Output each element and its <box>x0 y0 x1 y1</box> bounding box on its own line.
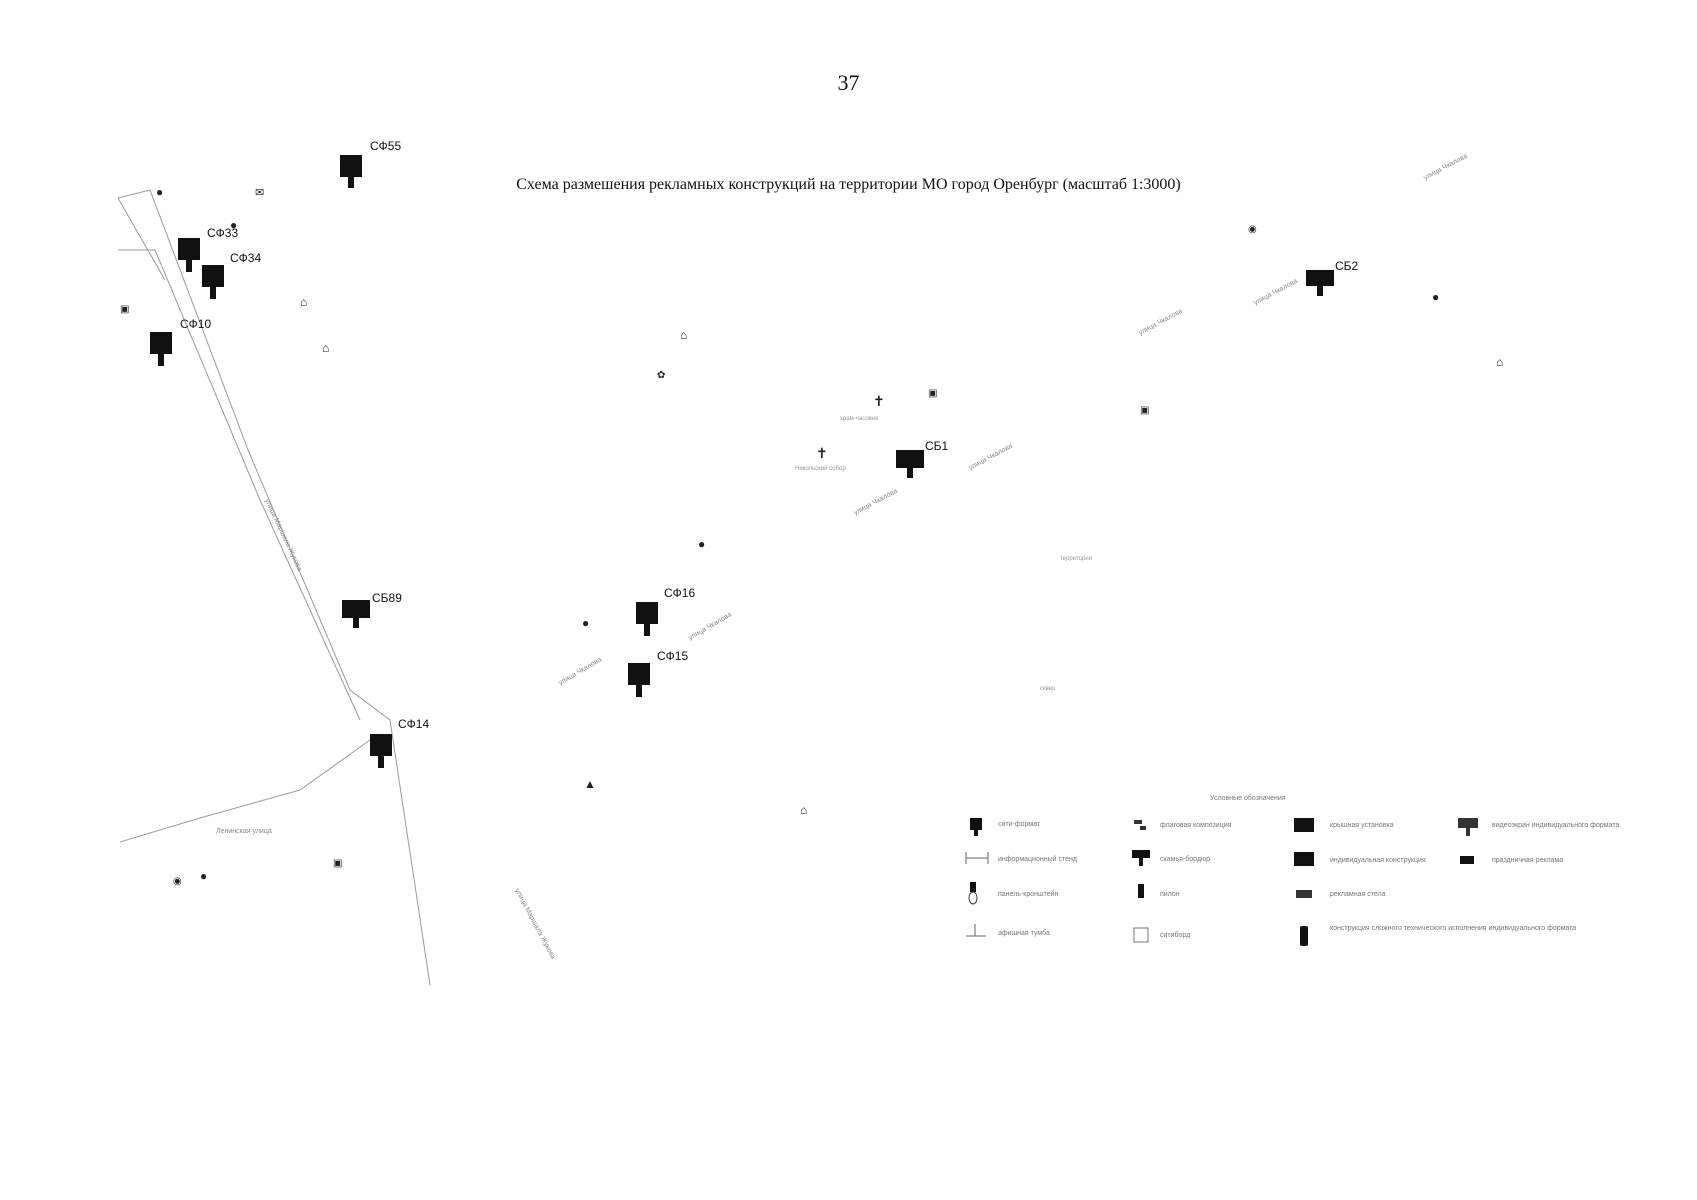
road-marshala-zhukova <box>117 189 431 986</box>
bus-stop-icon: ▣ <box>333 858 342 869</box>
road-marshala-zhukova-edge <box>118 249 361 721</box>
bag-icon: ● <box>582 616 589 630</box>
marker-sf34[interactable]: СФ34 <box>202 251 261 299</box>
bench-icon <box>1132 850 1150 858</box>
road-lines <box>117 189 431 986</box>
page-number: 37 <box>837 70 860 95</box>
video-screen-icon <box>1458 818 1478 828</box>
street-label: улица Чкалова <box>968 443 1014 472</box>
marker-label: СБ1 <box>925 439 949 453</box>
street-label: улица Чкалова <box>853 488 899 517</box>
marker-label: СФ14 <box>398 717 429 731</box>
bag-icon: ● <box>200 869 207 883</box>
place-notes: храм-часовня Никольский собор территория… <box>795 416 1092 692</box>
pylon-icon <box>1138 884 1144 898</box>
marker-label: СБ89 <box>372 591 402 605</box>
marker-sf33[interactable]: СФ33 <box>178 226 238 272</box>
legend-item: панель-кронштейн <box>998 890 1059 898</box>
home-icon: ⌂ <box>800 803 807 817</box>
marker-sb1[interactable]: СБ1 <box>896 439 949 478</box>
legend-item: сити-формат <box>998 821 1041 828</box>
legend-item: видеоэкран индивидуального формата <box>1492 822 1619 829</box>
stele-icon <box>1296 890 1312 898</box>
svg-text:территория: территория <box>1060 556 1092 562</box>
road-leninskaya <box>119 739 371 843</box>
bus-stop-icon: ▣ <box>1140 405 1149 416</box>
legend: Условные обозначения сити-формат информа… <box>965 794 1619 946</box>
legend-item: крышная установка <box>1330 822 1394 829</box>
city-format-icon <box>970 818 982 830</box>
marker-sf16[interactable]: СФ16 <box>636 586 695 636</box>
holiday-ad-icon <box>1460 856 1474 864</box>
legend-title: Условные обозначения <box>1210 794 1286 802</box>
marker-sf15[interactable]: СФ15 <box>628 649 688 697</box>
paw-icon: ✿ <box>657 370 665 381</box>
money-icon: ◉ <box>173 876 182 887</box>
marker-label: СФ16 <box>664 586 695 600</box>
bus-stop-icon: ▣ <box>120 304 129 315</box>
complex-construction-icon <box>1300 926 1308 946</box>
marker-label: СФ33 <box>207 226 238 240</box>
street-label: улица Чкалова <box>1253 278 1299 307</box>
home-icon: ⌂ <box>300 295 307 309</box>
bag-icon: ● <box>230 218 237 232</box>
cityboard-icon <box>1133 927 1149 943</box>
marker-label: СФ15 <box>657 649 688 663</box>
marker-label: СБ2 <box>1335 259 1359 273</box>
road-left-edge <box>117 197 166 281</box>
money-icon: ◉ <box>1248 224 1257 235</box>
svg-text:Никольский собор: Никольский собор <box>795 465 846 472</box>
street-label: улица Чкалова <box>1138 308 1184 337</box>
bag-icon: ● <box>698 537 705 551</box>
bus-stop-icon: ▣ <box>928 388 937 399</box>
marker-sf14[interactable]: СФ14 <box>370 717 429 768</box>
legend-item: скамья-бордюр <box>1160 855 1210 863</box>
marker-label: СФ10 <box>180 317 211 331</box>
home-icon: ⌂ <box>1496 355 1503 369</box>
street-label: Ленинская улица <box>216 828 272 835</box>
legend-item: рекламная стела <box>1330 891 1386 898</box>
marker-dot-icon: ● <box>380 751 385 760</box>
poi-icons: ● ✉ ● ⌂ ⌂ ▣ ⌂ ✿ ✝ ✝ ▣ ▣ ● ● ▲ ⌂ ● ⌂ ◉ ● … <box>120 185 1503 887</box>
marker-sb89[interactable]: СБ89 <box>342 591 402 628</box>
legend-item: индивидуальная конструкция <box>1330 857 1426 864</box>
church-cross-icon: ✝ <box>816 447 828 462</box>
flag-composition-icon <box>1134 820 1142 824</box>
marker-sf10[interactable]: СФ10 <box>150 317 211 366</box>
legend-item: афишная тумба <box>998 929 1050 937</box>
map-title: Схема размешения рекламных конструкций н… <box>516 176 1181 193</box>
street-label: улица Чкалова <box>558 656 604 686</box>
bag-icon: ● <box>1432 290 1439 304</box>
svg-text:храм-часовня: храм-часовня <box>840 416 878 422</box>
legend-item: информационный стенд <box>998 855 1077 863</box>
museum-icon: ▲ <box>584 777 596 791</box>
bag-icon: ● <box>156 185 163 199</box>
legend-item: пилон <box>1160 891 1180 898</box>
svg-text:сквер: сквер <box>1040 686 1056 692</box>
individual-construction-icon <box>1294 852 1314 866</box>
marker-label: СФ34 <box>230 251 261 265</box>
home-icon: ⌂ <box>322 341 329 355</box>
legend-item: праздничная реклама <box>1492 857 1563 864</box>
home-icon: ⌂ <box>680 328 687 342</box>
legend-item: флаговая композиция <box>1160 822 1232 829</box>
street-label: улица Чкалова <box>1423 153 1469 182</box>
marker-label: СФ55 <box>370 139 401 153</box>
legend-item: конструкция сложного технического исполн… <box>1330 925 1576 932</box>
marker-sf55[interactable]: СФ55 <box>340 139 401 188</box>
street-label: улица Маршала Жукова <box>263 498 303 572</box>
street-label: улица Маршала Жукова <box>513 888 556 961</box>
panel-bracket-icon <box>970 882 976 892</box>
marker-sb2[interactable]: СБ2 <box>1306 259 1359 296</box>
legend-item: ситиборд <box>1160 931 1190 939</box>
church-cross-icon: ✝ <box>873 395 885 410</box>
mail-icon: ✉ <box>255 187 264 199</box>
street-label: улица Чкалова <box>688 611 734 641</box>
roof-installation-icon <box>1294 818 1314 832</box>
